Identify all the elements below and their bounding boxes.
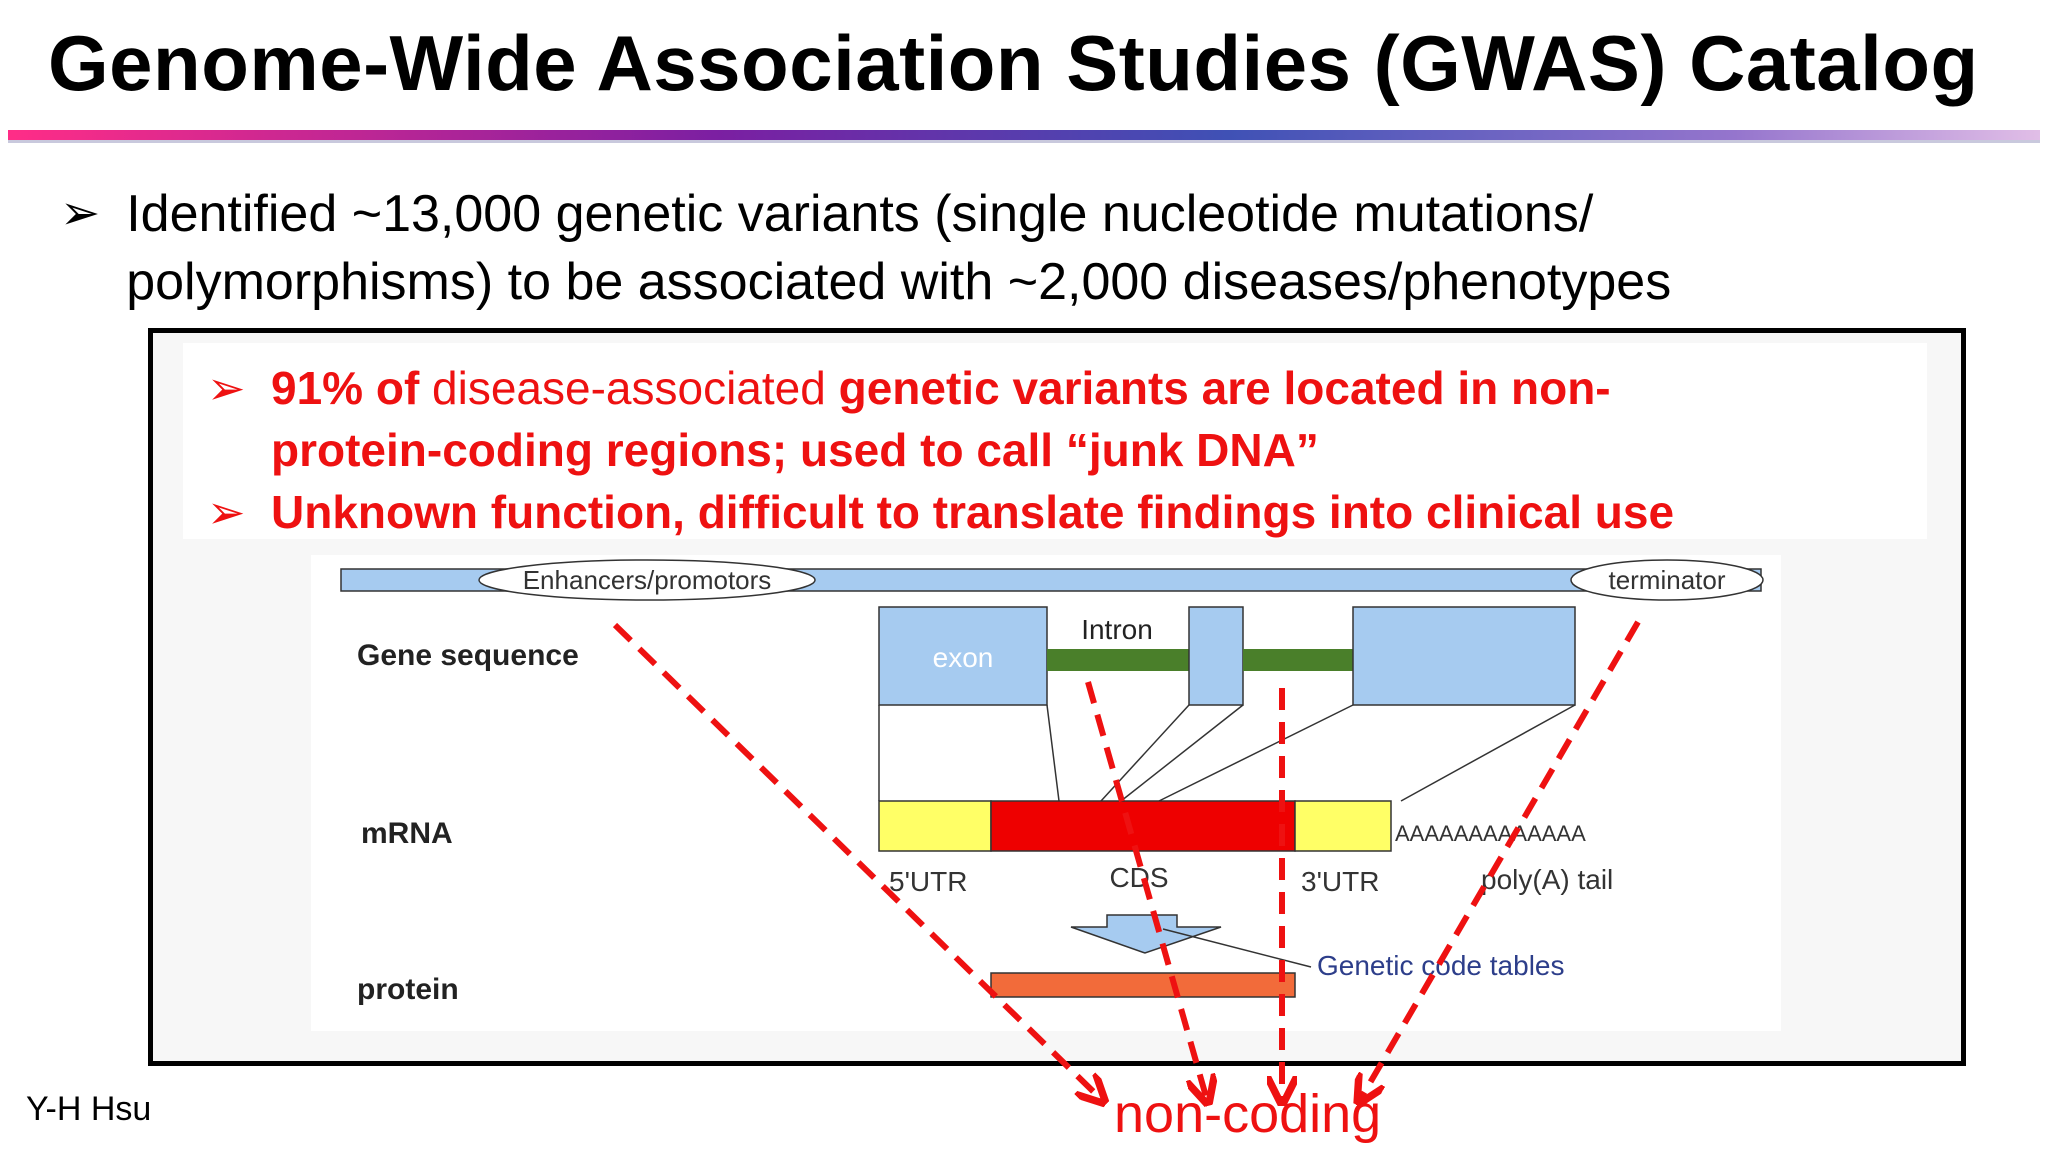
main-bullet: ➢ Identified ~13,000 genetic variants (s… <box>60 180 1671 316</box>
utr3-label: 3'UTR <box>1301 866 1379 897</box>
utr3-segment <box>1294 800 1392 852</box>
translation-arrow-icon <box>1070 914 1222 954</box>
title-divider <box>8 130 2040 143</box>
intron-2 <box>1243 649 1353 671</box>
callout-normal: disease-associated <box>419 362 839 414</box>
poly-a-tail-label: poly(A) tail <box>1481 864 1613 895</box>
cds-segment <box>990 800 1296 852</box>
callout-bullet-2: ➢ Unknown function, difficult to transla… <box>207 481 1674 543</box>
callout-arrow-icon: ➢ <box>207 486 246 538</box>
bullet-line-1: Identified ~13,000 genetic variants (sin… <box>126 185 1594 243</box>
mrna-label: mRNA <box>361 817 453 850</box>
genetic-code-label: Genetic code tables <box>1317 950 1565 981</box>
slide-title: Genome-Wide Association Studies (GWAS) C… <box>48 19 1979 107</box>
terminator-label: terminator <box>1608 565 1725 595</box>
figure-panel: ➢ 91% of disease-associated genetic vari… <box>148 328 1966 1066</box>
bullet-arrow-icon: ➢ <box>60 187 101 240</box>
author-credit: Y-H Hsu <box>26 1090 152 1128</box>
splice-lines <box>878 704 1576 802</box>
terminator-oval <box>1570 559 1764 601</box>
exon-2 <box>1188 606 1244 706</box>
protein-bar <box>990 972 1296 998</box>
callout-bold: genetic variants are located in non- <box>838 362 1611 414</box>
exon-label: exon <box>933 642 994 673</box>
dashed-arrow-intron-1 <box>1085 681 1207 1100</box>
callout-unknown-function: Unknown function, difficult to translate… <box>271 486 1675 538</box>
callout-box: ➢ 91% of disease-associated genetic vari… <box>183 343 1927 539</box>
exon-3 <box>1352 606 1576 706</box>
non-coding-label: non-coding <box>1114 1084 1381 1144</box>
dashed-arrow-enhancers <box>612 622 1102 1100</box>
intron-label: Intron <box>1081 614 1153 645</box>
callout-arrow-icon: ➢ <box>207 362 246 414</box>
dashed-arrow-terminator <box>1360 620 1641 1100</box>
utr5-label: 5'UTR <box>889 866 967 897</box>
genetic-code-pointer <box>1162 928 1312 968</box>
gene-sequence-label: Gene sequence <box>357 639 579 672</box>
callout-line-2: protein-coding regions; used to call “ju… <box>271 424 1319 476</box>
exon-1 <box>878 606 1048 706</box>
gene-diagram: Enhancers/promotors terminator Gene sequ… <box>311 555 1781 1031</box>
protein-label: protein <box>357 973 459 1006</box>
callout-bullet-1: ➢ 91% of disease-associated genetic vari… <box>207 357 1611 481</box>
cds-label: CDS <box>1109 862 1168 893</box>
callout-stat: 91% of <box>271 362 420 414</box>
intron-1 <box>1047 649 1189 671</box>
enhancers-label: Enhancers/promotors <box>523 565 772 595</box>
enhancers-oval <box>478 559 816 601</box>
poly-a-sequence: AAAAAAAAAAAAA <box>1395 821 1586 846</box>
bullet-line-2: polymorphisms) to be associated with ~2,… <box>126 253 1672 311</box>
